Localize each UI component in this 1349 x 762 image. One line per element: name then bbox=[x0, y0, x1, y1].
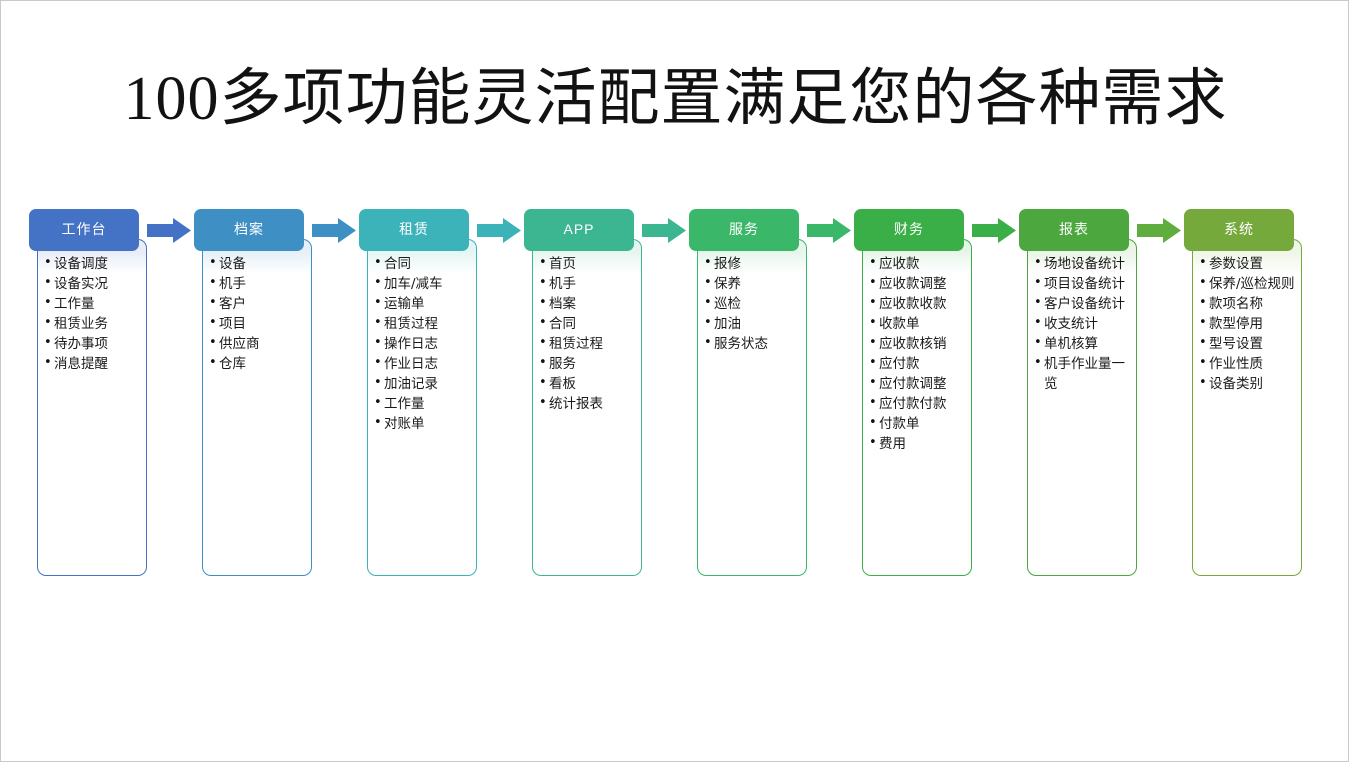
column-header-reports[interactable]: 报表 bbox=[1019, 209, 1129, 251]
list-item[interactable]: 合同 bbox=[374, 253, 472, 274]
flow-column-finance: 财务应收款应收款调整应收款收款收款单应收款核销应付款应付款调整应付款付款付款单费… bbox=[854, 209, 972, 576]
column-header-app[interactable]: APP bbox=[524, 209, 634, 251]
flow-column-archive: 档案设备机手客户项目供应商仓库 bbox=[194, 209, 312, 576]
feature-list-reports: 场地设备统计项目设备统计客户设备统计收支统计单机核算机手作业量一览 bbox=[1034, 253, 1132, 394]
list-item[interactable]: 操作日志 bbox=[374, 333, 472, 354]
list-item[interactable]: 应付款调整 bbox=[869, 373, 967, 394]
list-item[interactable]: 型号设置 bbox=[1199, 333, 1297, 354]
list-item[interactable]: 设备实况 bbox=[44, 273, 142, 294]
list-item[interactable]: 租赁业务 bbox=[44, 313, 142, 334]
feature-list-archive: 设备机手客户项目供应商仓库 bbox=[209, 253, 307, 374]
list-item[interactable]: 租赁过程 bbox=[374, 313, 472, 334]
list-item[interactable]: 设备调度 bbox=[44, 253, 142, 274]
list-item[interactable]: 服务 bbox=[539, 353, 637, 374]
list-item[interactable]: 机手 bbox=[209, 273, 307, 294]
flow-column-leasing: 租赁合同加车/减车运输单租赁过程操作日志作业日志加油记录工作量对账单 bbox=[359, 209, 477, 576]
list-item[interactable]: 单机核算 bbox=[1034, 333, 1132, 354]
flow-column-system: 系统参数设置保养/巡检规则款项名称款型停用型号设置作业性质设备类别 bbox=[1184, 209, 1302, 576]
list-item[interactable]: 付款单 bbox=[869, 413, 967, 434]
list-item[interactable]: 工作量 bbox=[374, 393, 472, 414]
right-arrow-icon bbox=[807, 218, 851, 243]
list-item[interactable]: 设备 bbox=[209, 253, 307, 274]
list-item[interactable]: 加油记录 bbox=[374, 373, 472, 394]
column-header-system[interactable]: 系统 bbox=[1184, 209, 1294, 251]
list-item[interactable]: 应付款 bbox=[869, 353, 967, 374]
list-item[interactable]: 参数设置 bbox=[1199, 253, 1297, 274]
column-body-leasing: 合同加车/减车运输单租赁过程操作日志作业日志加油记录工作量对账单 bbox=[367, 239, 477, 576]
list-item[interactable]: 加车/减车 bbox=[374, 273, 472, 294]
list-item[interactable]: 收支统计 bbox=[1034, 313, 1132, 334]
list-item[interactable]: 项目 bbox=[209, 313, 307, 334]
list-item[interactable]: 消息提醒 bbox=[44, 353, 142, 374]
flow-column-service: 服务报修保养巡检加油服务状态 bbox=[689, 209, 807, 576]
list-item[interactable]: 服务状态 bbox=[704, 333, 802, 354]
column-header-leasing[interactable]: 租赁 bbox=[359, 209, 469, 251]
list-item[interactable]: 巡检 bbox=[704, 293, 802, 314]
list-item[interactable]: 设备类别 bbox=[1199, 373, 1297, 394]
list-item[interactable]: 机手作业量一览 bbox=[1034, 353, 1132, 394]
list-item[interactable]: 作业性质 bbox=[1199, 353, 1297, 374]
column-body-archive: 设备机手客户项目供应商仓库 bbox=[202, 239, 312, 576]
list-item[interactable]: 项目设备统计 bbox=[1034, 273, 1132, 294]
flow-column-app: APP首页机手档案合同租赁过程服务看板统计报表 bbox=[524, 209, 642, 576]
list-item[interactable]: 加油 bbox=[704, 313, 802, 334]
column-body-app: 首页机手档案合同租赁过程服务看板统计报表 bbox=[532, 239, 642, 576]
list-item[interactable]: 应收款调整 bbox=[869, 273, 967, 294]
column-header-finance[interactable]: 财务 bbox=[854, 209, 964, 251]
list-item[interactable]: 客户 bbox=[209, 293, 307, 314]
list-item[interactable]: 租赁过程 bbox=[539, 333, 637, 354]
list-item[interactable]: 保养/巡检规则 bbox=[1199, 273, 1297, 294]
list-item[interactable]: 应付款付款 bbox=[869, 393, 967, 414]
list-item[interactable]: 款型停用 bbox=[1199, 313, 1297, 334]
list-item[interactable]: 统计报表 bbox=[539, 393, 637, 414]
list-item[interactable]: 供应商 bbox=[209, 333, 307, 354]
column-body-reports: 场地设备统计项目设备统计客户设备统计收支统计单机核算机手作业量一览 bbox=[1027, 239, 1137, 576]
right-arrow-icon bbox=[972, 218, 1016, 243]
flow-column-reports: 报表场地设备统计项目设备统计客户设备统计收支统计单机核算机手作业量一览 bbox=[1019, 209, 1137, 576]
feature-list-workbench: 设备调度设备实况工作量租赁业务待办事项消息提醒 bbox=[44, 253, 142, 374]
flow-column-workbench: 工作台设备调度设备实况工作量租赁业务待办事项消息提醒 bbox=[29, 209, 147, 576]
list-item[interactable]: 报修 bbox=[704, 253, 802, 274]
column-header-archive[interactable]: 档案 bbox=[194, 209, 304, 251]
column-body-system: 参数设置保养/巡检规则款项名称款型停用型号设置作业性质设备类别 bbox=[1192, 239, 1302, 576]
page-title: 100多项功能灵活配置满足您的各种需求 bbox=[123, 65, 1228, 133]
list-item[interactable]: 客户设备统计 bbox=[1034, 293, 1132, 314]
list-item[interactable]: 保养 bbox=[704, 273, 802, 294]
column-body-finance: 应收款应收款调整应收款收款收款单应收款核销应付款应付款调整应付款付款付款单费用 bbox=[862, 239, 972, 576]
right-arrow-icon bbox=[147, 218, 191, 243]
list-item[interactable]: 作业日志 bbox=[374, 353, 472, 374]
list-item[interactable]: 应收款 bbox=[869, 253, 967, 274]
right-arrow-icon bbox=[642, 218, 686, 243]
list-item[interactable]: 应收款收款 bbox=[869, 293, 967, 314]
right-arrow-icon bbox=[312, 218, 356, 243]
list-item[interactable]: 待办事项 bbox=[44, 333, 142, 354]
feature-list-finance: 应收款应收款调整应收款收款收款单应收款核销应付款应付款调整应付款付款付款单费用 bbox=[869, 253, 967, 454]
feature-list-system: 参数设置保养/巡检规则款项名称款型停用型号设置作业性质设备类别 bbox=[1199, 253, 1297, 394]
list-item[interactable]: 机手 bbox=[539, 273, 637, 294]
list-item[interactable]: 场地设备统计 bbox=[1034, 253, 1132, 274]
list-item[interactable]: 应收款核销 bbox=[869, 333, 967, 354]
feature-list-app: 首页机手档案合同租赁过程服务看板统计报表 bbox=[539, 253, 637, 414]
list-item[interactable]: 合同 bbox=[539, 313, 637, 334]
feature-list-service: 报修保养巡检加油服务状态 bbox=[704, 253, 802, 354]
list-item[interactable]: 工作量 bbox=[44, 293, 142, 314]
process-flow-diagram: 工作台设备调度设备实况工作量租赁业务待办事项消息提醒档案设备机手客户项目供应商仓… bbox=[1, 209, 1348, 589]
column-body-service: 报修保养巡检加油服务状态 bbox=[697, 239, 807, 576]
list-item[interactable]: 档案 bbox=[539, 293, 637, 314]
list-item[interactable]: 收款单 bbox=[869, 313, 967, 334]
column-header-service[interactable]: 服务 bbox=[689, 209, 799, 251]
list-item[interactable]: 仓库 bbox=[209, 353, 307, 374]
list-item[interactable]: 款项名称 bbox=[1199, 293, 1297, 314]
column-body-workbench: 设备调度设备实况工作量租赁业务待办事项消息提醒 bbox=[37, 239, 147, 576]
list-item[interactable]: 对账单 bbox=[374, 413, 472, 434]
list-item[interactable]: 首页 bbox=[539, 253, 637, 274]
list-item[interactable]: 费用 bbox=[869, 433, 967, 454]
feature-list-leasing: 合同加车/减车运输单租赁过程操作日志作业日志加油记录工作量对账单 bbox=[374, 253, 472, 434]
right-arrow-icon bbox=[477, 218, 521, 243]
list-item[interactable]: 看板 bbox=[539, 373, 637, 394]
list-item[interactable]: 运输单 bbox=[374, 293, 472, 314]
column-header-workbench[interactable]: 工作台 bbox=[29, 209, 139, 251]
right-arrow-icon bbox=[1137, 218, 1181, 243]
